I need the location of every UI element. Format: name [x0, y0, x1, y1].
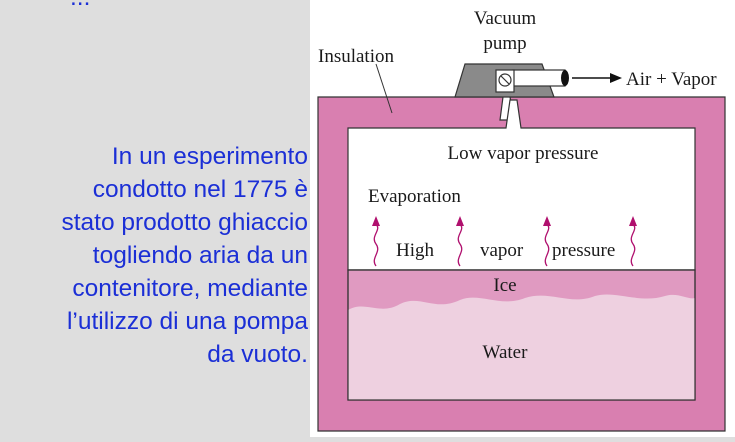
- caption-line: In un esperimento: [111, 143, 308, 170]
- caption-line: condotto nel 1775 è: [92, 176, 308, 203]
- diagram-canvas: Vacuum pump Insulation Air + Vapor Low v…: [310, 0, 735, 437]
- pump-label: pump: [483, 33, 526, 54]
- evap-arrow-head-icon: [456, 216, 464, 226]
- caption-line: l’utilizzo di una pompa: [66, 308, 308, 335]
- vacuum-label: Vacuum: [474, 8, 536, 29]
- water-label: Water: [483, 342, 529, 363]
- pressure-label: pressure: [552, 240, 615, 261]
- vapor-label: vapor: [480, 240, 524, 261]
- insulation-leader: [375, 63, 393, 114]
- low-vapor-pressure-label: Low vapor pressure: [448, 143, 599, 164]
- caption-line: togliendo aria da un: [92, 242, 308, 269]
- caption-top-fragment: ...: [70, 0, 130, 12]
- water-region: [348, 294, 695, 400]
- caption-line: da vuoto.: [207, 341, 308, 368]
- evaporation-arrows: [373, 223, 636, 267]
- evaporation-label: Evaporation: [368, 186, 461, 207]
- evap-arrow-head-icon: [543, 216, 551, 226]
- vacuum-ice-diagram: Vacuum pump Insulation Air + Vapor Low v…: [310, 0, 735, 437]
- pipe-end: [561, 70, 569, 86]
- caption-text: In un esperimento condotto nel 1775 è st…: [0, 140, 308, 371]
- pump-outlet-pipe: [512, 69, 566, 87]
- evap-arrow-head-icon: [629, 216, 637, 226]
- outlet-arrow-head: [610, 73, 622, 83]
- ice-label: Ice: [493, 275, 516, 296]
- ice-border: [347, 269, 696, 401]
- insulation-label: Insulation: [318, 46, 394, 67]
- high-label: High: [396, 240, 435, 261]
- caption-line: stato prodotto ghiaccio: [61, 209, 308, 236]
- evap-arrow-head-icon: [372, 216, 380, 226]
- air-vapor-label: Air + Vapor: [626, 69, 717, 90]
- caption-line: contenitore, mediante: [72, 275, 308, 302]
